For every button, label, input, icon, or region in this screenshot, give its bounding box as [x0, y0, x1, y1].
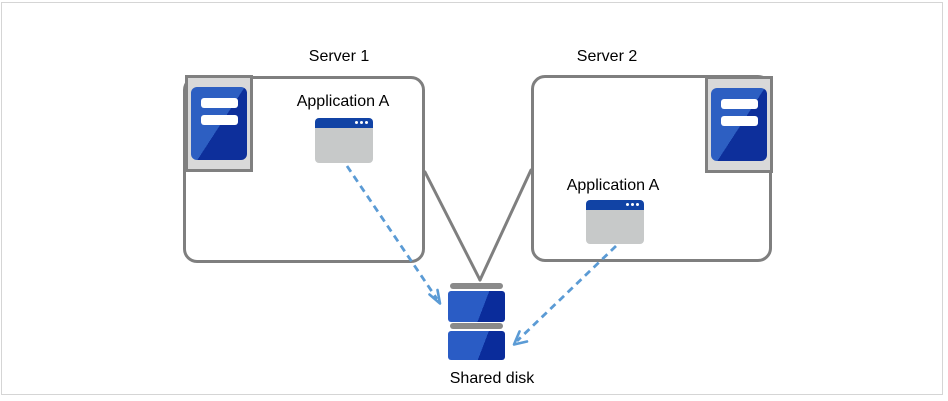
server1-title: Server 1	[308, 48, 370, 65]
server2-tower-icon	[705, 76, 773, 173]
drive-slot-bar	[201, 98, 238, 108]
server1-tower-icon	[185, 75, 253, 172]
disk-unit	[448, 291, 505, 322]
server2-tower-body	[711, 88, 767, 161]
disk-unit	[448, 331, 505, 360]
shared-disk-label: Shared disk	[449, 370, 535, 387]
server2-title: Server 2	[576, 48, 638, 65]
server2-application-label: Application A	[566, 177, 660, 194]
window-buttons-icon	[626, 203, 639, 206]
shared-disk-icon	[448, 283, 505, 360]
drive-slot-bar	[201, 115, 238, 125]
server2-app-window-icon	[586, 200, 644, 244]
page-border	[1, 2, 943, 395]
server1-app-window-icon	[315, 118, 373, 163]
app-window-body	[586, 210, 644, 244]
server1-tower-body	[191, 87, 247, 160]
drive-slot-bar	[721, 99, 758, 109]
server1-application-label: Application A	[296, 93, 390, 110]
disk-cap-bar	[450, 323, 503, 329]
app-window-titlebar	[586, 200, 644, 210]
disk-cap-bar	[450, 283, 503, 289]
drive-slot-bar	[721, 116, 758, 126]
app-window-body	[315, 128, 373, 163]
window-buttons-icon	[355, 121, 368, 124]
app-window-titlebar	[315, 118, 373, 128]
